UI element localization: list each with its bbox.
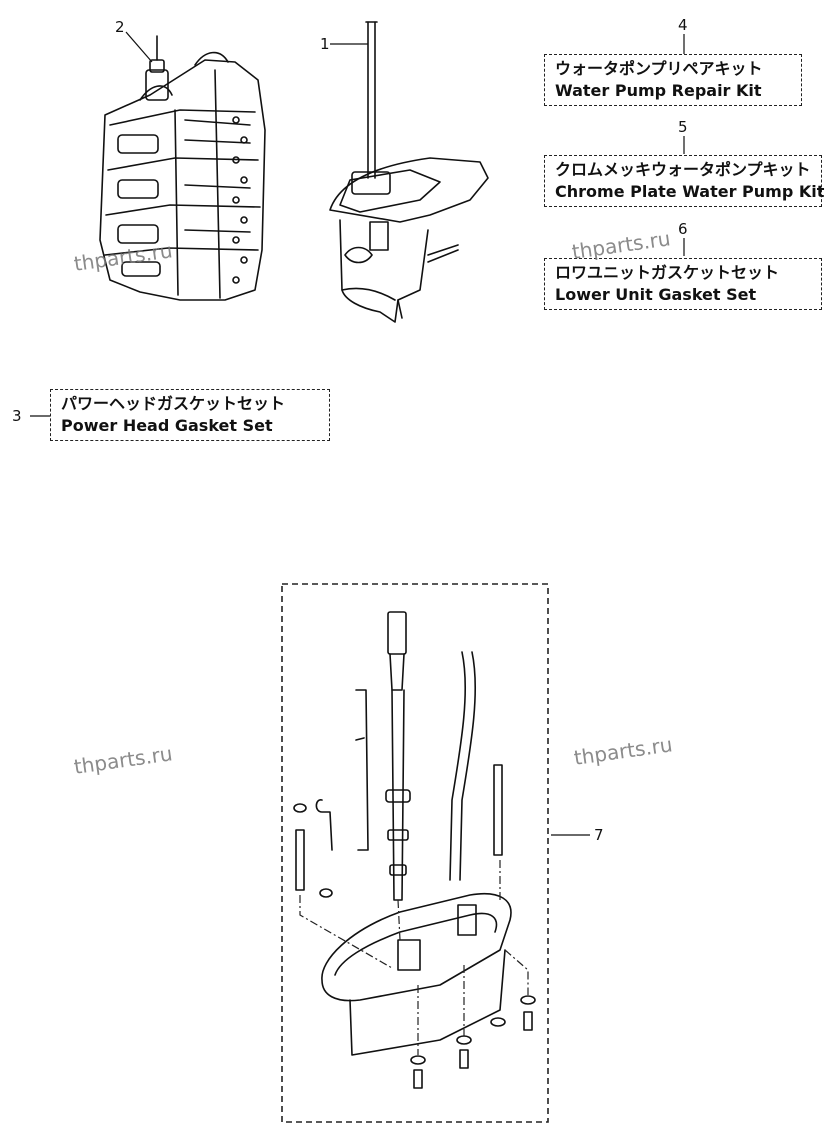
kit-label-lower-unit-gasket: ロワユニットガスケットセット Lower Unit Gasket Set [544,258,822,310]
lower-unit-gasket-set-illustration [293,611,536,1089]
kit-label-water-pump-repair: ウォータポンプリペアキット Water Pump Repair Kit [544,54,802,106]
kit-label-en: Water Pump Repair Kit [555,81,762,100]
alignment-line-left [299,895,393,969]
callout-1: 1 [320,35,330,53]
kit-label-en: Power Head Gasket Set [61,416,273,435]
kit-label-en: Lower Unit Gasket Set [555,285,757,304]
callout-2: 2 [115,18,125,36]
callout-7: 7 [594,826,604,844]
kit-label-power-head-gasket: パワーヘッドガスケットセット Power Head Gasket Set [50,389,330,441]
kit-label-chrome-plate-water-pump: クロムメッキウォータポンプキット Chrome Plate Water Pump… [544,155,825,207]
alignment-line-screw-3 [504,949,529,995]
kit-label-en: Chrome Plate Water Pump Kit [555,182,825,201]
callout-6: 6 [678,220,688,238]
callout-4: 4 [678,16,688,34]
kit-label-jp: パワーヘッドガスケットセット [61,394,286,413]
alignment-line-shaft [397,899,401,941]
callout-3: 3 [12,407,22,425]
power-head-illustration [99,35,266,301]
leader-line-2 [125,31,153,63]
gasket-set-boundary [281,583,549,1123]
kit-label-jp: ウォータポンプリペアキット [555,59,763,78]
callout-5: 5 [678,118,688,136]
kit-label-jp: ロワユニットガスケットセット [555,263,780,282]
kit-label-jp: クロムメッキウォータポンプキット [555,160,811,179]
lower-unit-illustration [329,21,489,323]
